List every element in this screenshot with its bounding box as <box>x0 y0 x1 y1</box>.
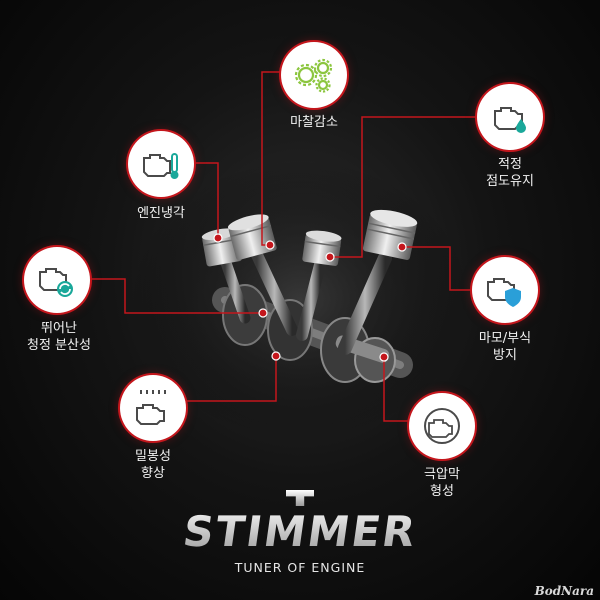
connector-cleaning <box>90 278 262 314</box>
connector-viscosity <box>332 116 482 258</box>
feature-corrosion-circle <box>472 257 538 323</box>
logo-name: STIMMER <box>177 507 424 556</box>
dot-corrosion <box>397 242 407 252</box>
connecting-rods <box>219 249 392 355</box>
connector-corrosion <box>402 246 472 291</box>
feature-cleaning-label: 뛰어난 청정 분산성 <box>27 321 91 353</box>
feature-viscosity-label: 적정 점도유지 <box>486 157 534 189</box>
feature-sealing-label: 밀봉성 향상 <box>135 449 171 481</box>
dot-friction <box>265 240 275 250</box>
brand-logo: STIMMER TUNER OF ENGINE <box>180 490 420 580</box>
connector-dots <box>213 233 407 362</box>
engine-rain-icon <box>136 390 166 425</box>
engine-ring-icon <box>424 408 460 444</box>
dot-sealing <box>271 351 281 361</box>
dot-cleaning <box>258 308 268 318</box>
feature-viscosity-circle <box>477 84 543 150</box>
logo-mark-icon <box>286 490 314 506</box>
engine-shield-icon <box>487 278 521 307</box>
feature-sealing-circle <box>120 375 186 441</box>
feature-friction-label: 마찰감소 <box>290 115 338 130</box>
connector-film <box>383 357 410 422</box>
connector-sealing <box>186 356 277 402</box>
feature-film-label: 극압막 형성 <box>424 467 460 499</box>
dot-film <box>379 352 389 362</box>
feature-cleaning-circle <box>24 247 90 313</box>
connector-cooling <box>194 162 219 238</box>
dot-viscosity <box>325 252 335 262</box>
feature-cooling-label: 엔진냉각 <box>137 206 185 221</box>
engine-thermometer-icon <box>143 153 179 179</box>
feature-friction-circle <box>281 42 347 108</box>
connector-lines <box>90 71 482 422</box>
engine-cycle-icon <box>39 268 73 297</box>
feature-corrosion-label: 마모/부식 방지 <box>478 331 532 363</box>
engine-drop-icon <box>494 107 526 133</box>
feature-cooling-circle <box>128 131 194 197</box>
logo-tagline: TUNER OF ENGINE <box>234 560 366 575</box>
crankshaft <box>212 284 413 383</box>
gears-icon <box>294 58 333 93</box>
watermark: BodNara <box>534 584 594 598</box>
dot-cooling <box>213 233 223 243</box>
feature-film-circle <box>409 393 475 459</box>
